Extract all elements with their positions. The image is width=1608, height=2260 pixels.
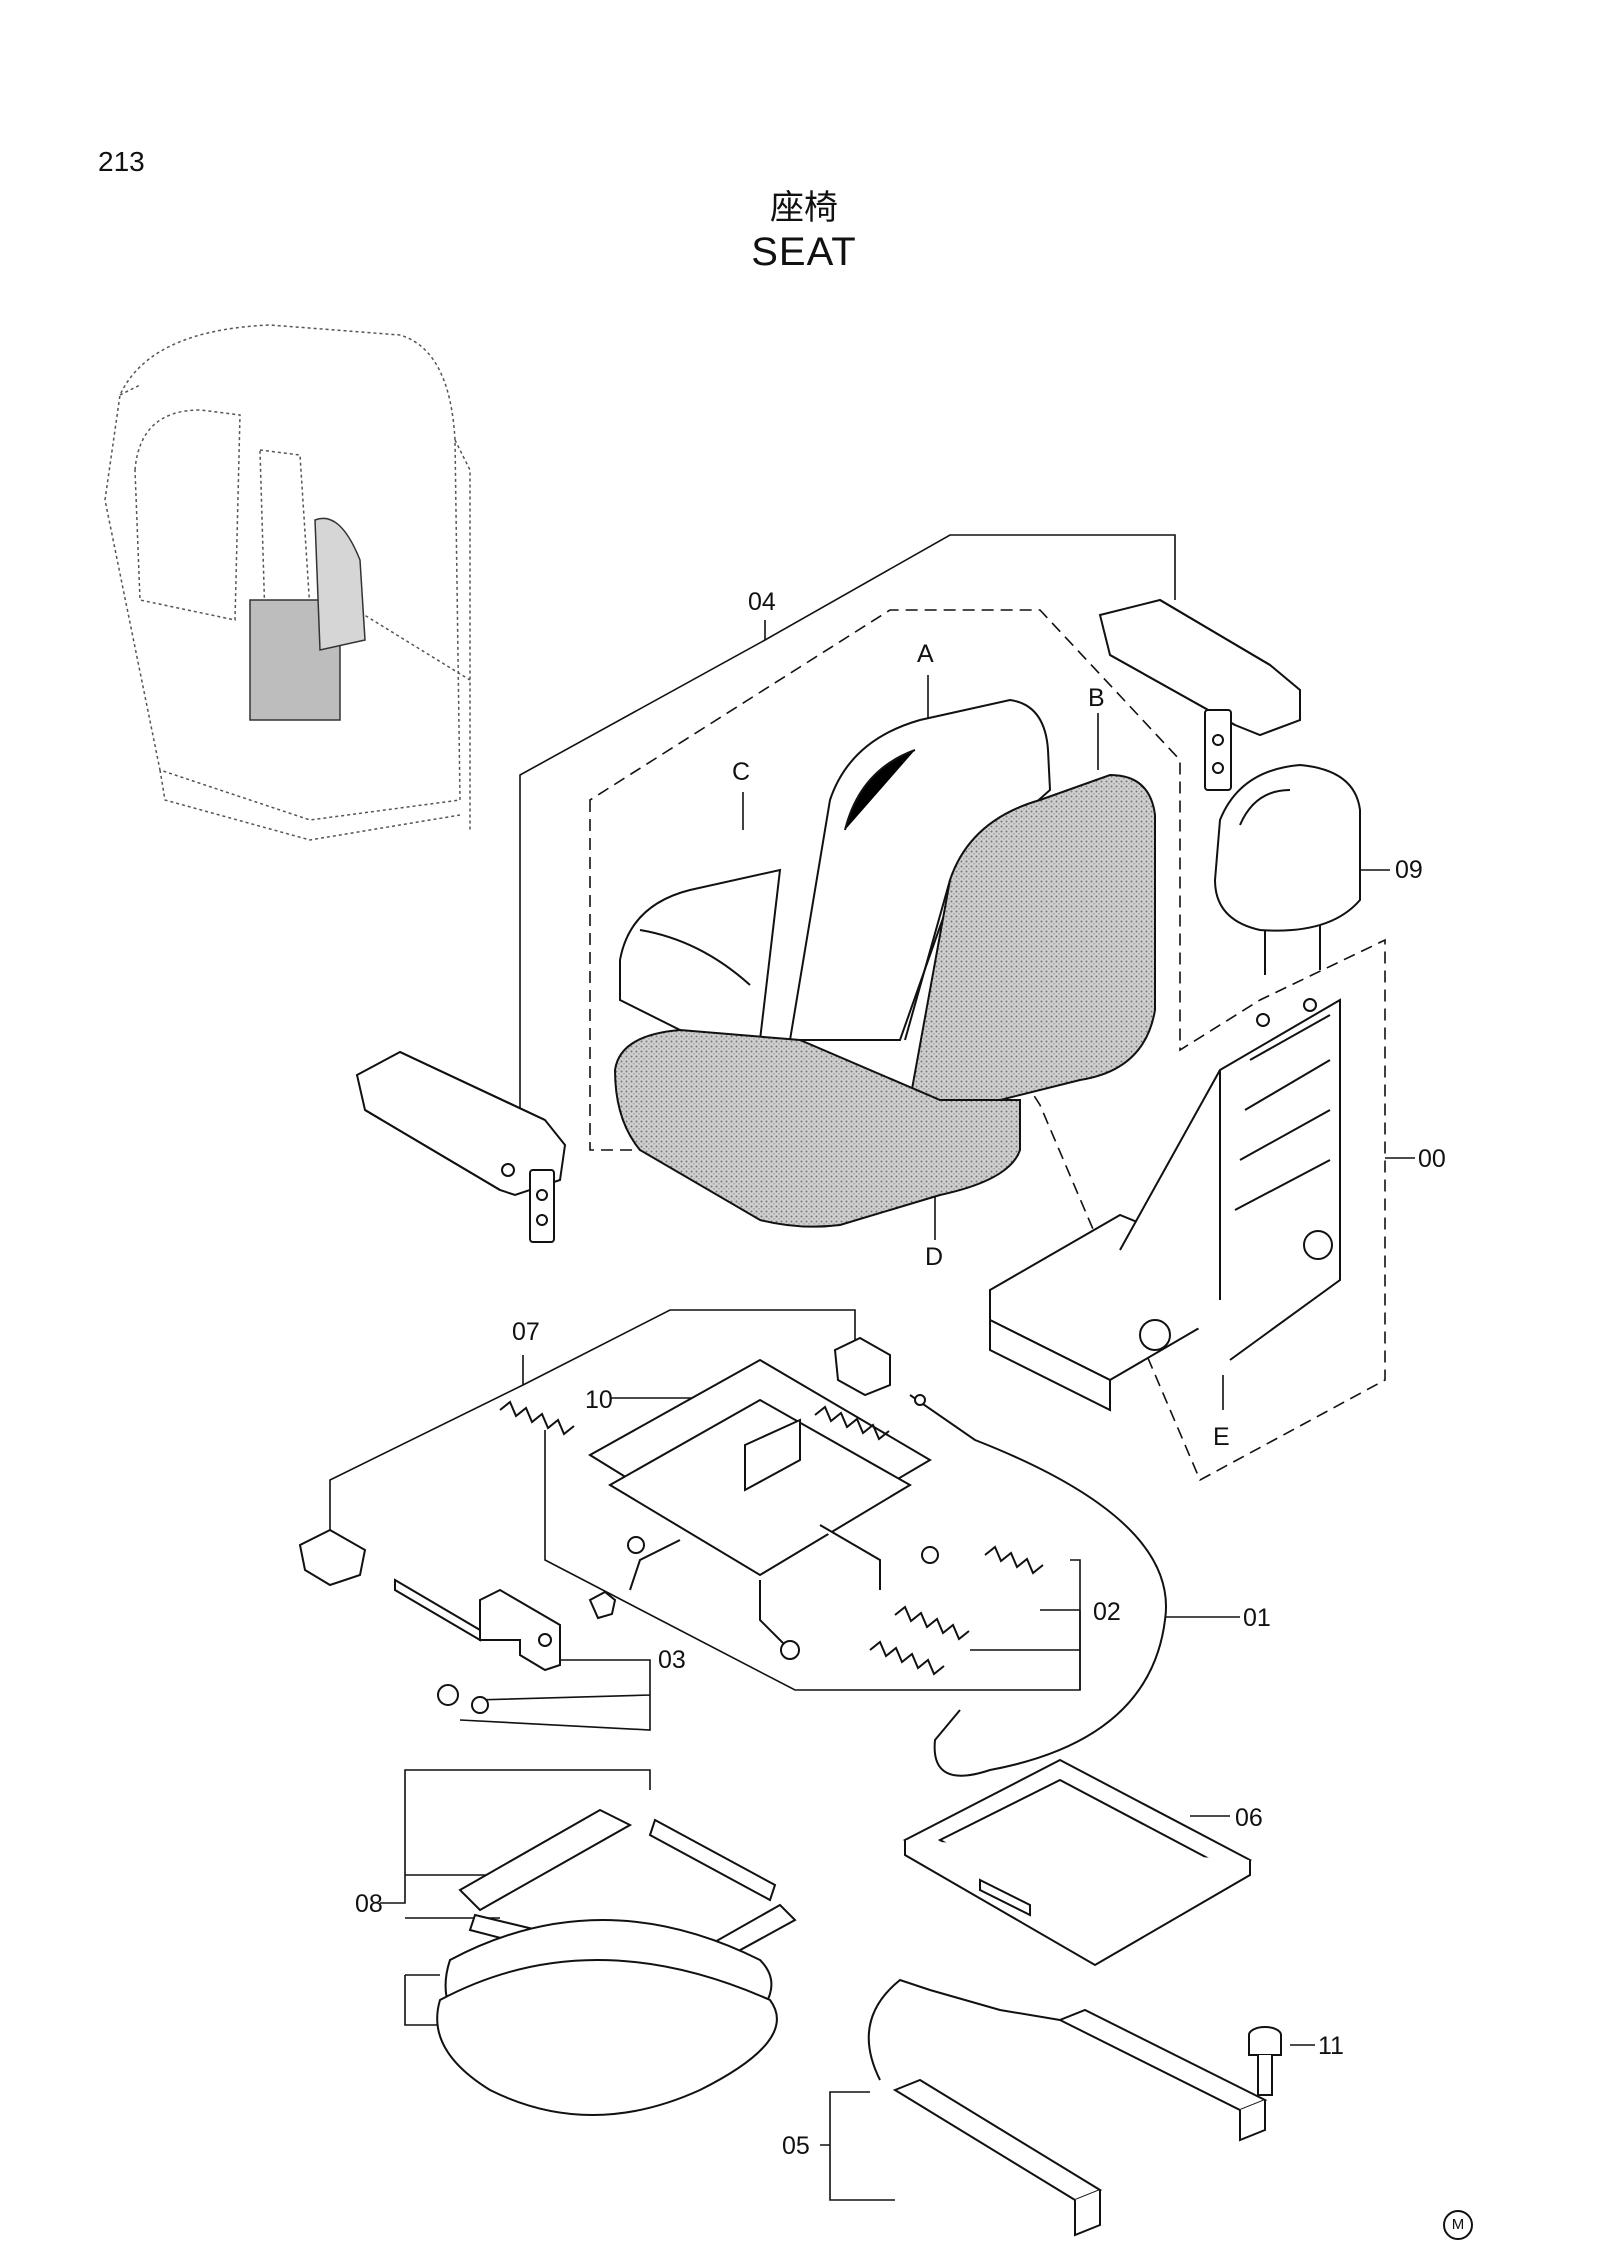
callout-06: 06 xyxy=(1235,1804,1263,1832)
suspension-frame-10 xyxy=(588,1358,939,1660)
seat-cover-cushion-D xyxy=(613,1028,1021,1228)
page-number: 213 xyxy=(98,146,145,177)
headrest xyxy=(1213,763,1361,975)
bracket-07 xyxy=(298,1336,891,1587)
armrest-right xyxy=(1098,598,1301,791)
cab-location-sketch xyxy=(104,324,471,841)
callout-B: B xyxy=(1088,684,1105,712)
seat-frame-E xyxy=(989,998,1341,1412)
callout-04: 04 xyxy=(748,588,776,616)
title-english: SEAT xyxy=(751,230,857,274)
seat-cushion-back-A xyxy=(788,698,1052,1041)
callout-A: A xyxy=(917,640,934,668)
mounting-parts-08 xyxy=(436,1808,797,2116)
callout-10: 10 xyxy=(585,1386,613,1414)
callout-01: 01 xyxy=(1243,1604,1271,1632)
callout-11: 11 xyxy=(1318,2032,1344,2060)
leader-lines xyxy=(329,534,1415,2201)
callout-07: 07 xyxy=(512,1318,540,1346)
slide-rails-05 xyxy=(867,1978,1268,2237)
seat-cushion-C xyxy=(619,868,782,1049)
callout-05: 05 xyxy=(782,2132,810,2160)
callout-00: 00 xyxy=(1418,1145,1446,1173)
callout-09: 09 xyxy=(1395,856,1423,884)
callout-labels: 04 A B C 09 00 D 07 10 E 02 01 03 06 08 … xyxy=(355,588,1446,2160)
title-japanese: 座椅 xyxy=(770,188,838,228)
armrest-left xyxy=(355,1050,567,1243)
bolt-11 xyxy=(1248,2026,1282,2096)
callout-08: 08 xyxy=(355,1890,383,1918)
lever-parts-03 xyxy=(394,1578,617,1714)
callout-03: 03 xyxy=(658,1646,686,1674)
springs-02 xyxy=(499,1400,1044,1676)
cable-01 xyxy=(909,1394,1167,1777)
callout-02: 02 xyxy=(1093,1598,1121,1626)
callout-C: C xyxy=(732,758,750,786)
manufacturer-mark: M xyxy=(1443,2210,1473,2240)
callout-E: E xyxy=(1213,1423,1230,1451)
callout-D: D xyxy=(925,1243,943,1271)
slide-base-06 xyxy=(902,1758,1253,1967)
